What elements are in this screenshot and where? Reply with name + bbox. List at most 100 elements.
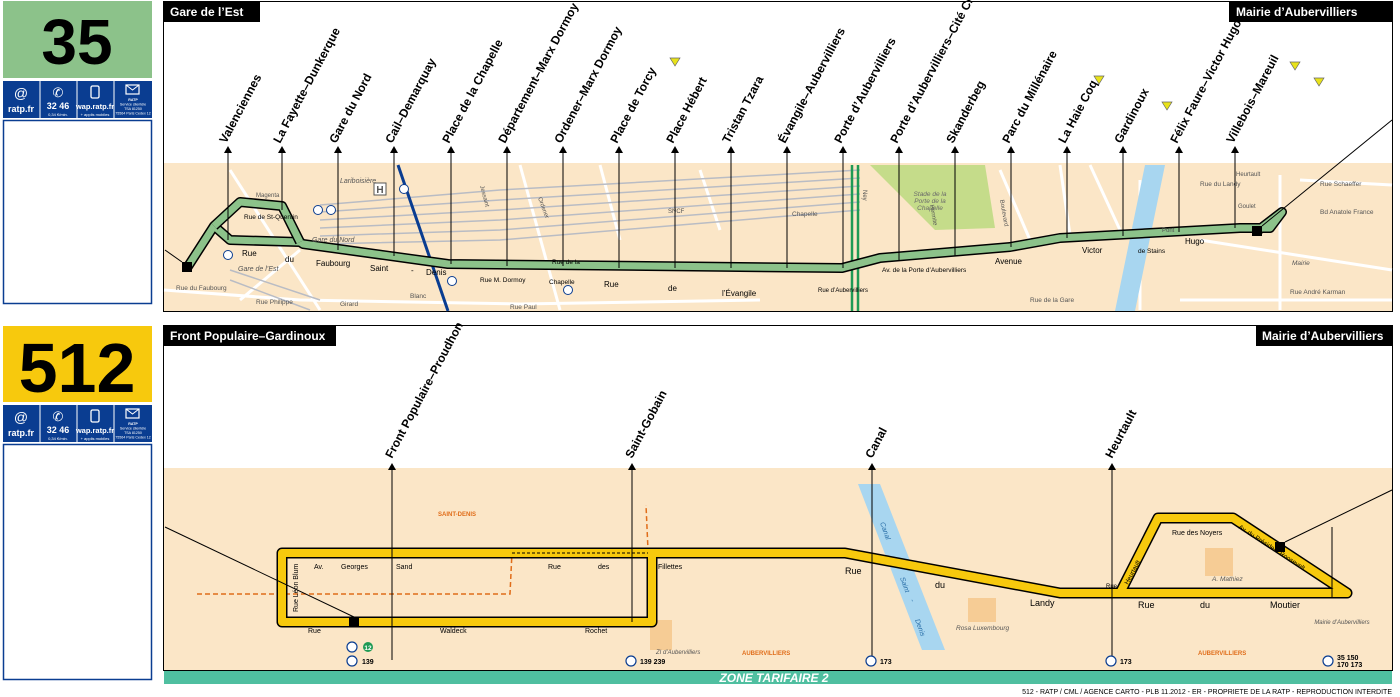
svg-text:Rue du Faubourg: Rue du Faubourg [176,285,227,292]
phone-icon: ✆ [53,85,64,100]
line-35-terminus-box [1229,2,1392,22]
line-512-number: 512 [19,329,136,407]
svg-text:Faubourg: Faubourg [316,259,350,268]
svg-text:Rue Léon Blum: Rue Léon Blum [293,564,300,612]
svg-text:RATP: RATP [128,98,138,102]
mobile-icon [90,85,100,99]
phone-number: 32 46 [47,101,70,111]
svg-text:Rue Schaeffer: Rue Schaeffer [1320,181,1362,188]
svg-text:Rue: Rue [604,280,619,289]
bus-connections: 139 139 239 173 173 35 150 170 173 [346,655,1362,669]
svg-text:Rue André Karman: Rue André Karman [1290,289,1346,296]
svg-text:Moutier: Moutier [1270,600,1300,610]
partial-service-icon [669,12,1387,111]
line-35-terminus-marker [1252,226,1262,236]
web-link[interactable]: ratp.fr [8,104,35,114]
svg-text:Rue d’Aubervilliers: Rue d’Aubervilliers [818,288,868,294]
svg-text:Av. de la Porte d’Aubervillier: Av. de la Porte d’Aubervilliers [882,267,967,274]
rail-tracks [229,169,861,311]
svg-text:139: 139 [362,659,374,666]
line-512-origin-box [164,326,336,346]
svg-text:Georges: Georges [341,564,368,571]
line-512-origin-marker [349,617,359,627]
svg-text:des: des [598,564,610,571]
line-35-badge [3,1,152,78]
bus-icon [625,655,637,667]
svg-text:Victor: Victor [1082,246,1103,255]
bus-icon [1322,655,1334,667]
mail-icon [125,84,140,95]
line-35-stop-arrows [224,146,1239,153]
mobile-icon [90,409,100,423]
metro-icon [399,184,409,194]
svg-text:RATP: RATP [128,422,138,426]
svg-text:Lariboisière: Lariboisière [340,178,376,185]
svg-text:Av.: Av. [314,564,324,571]
svg-text:Rue: Rue [1138,600,1155,610]
svg-text:139 239: 139 239 [640,659,665,666]
svg-text:A. Mathiez: A. Mathiez [1211,576,1243,583]
svg-text:Pont: Pont [1162,228,1175,234]
svg-text:75564 Paris Cedex 12: 75564 Paris Cedex 12 [115,436,151,440]
svg-text:de: de [668,284,677,293]
line-35-origin: Gare de l’Est [170,5,243,19]
mail-icon [125,408,140,419]
svg-text:Chapelle: Chapelle [549,279,575,286]
wap-link[interactable]: wap.ratp.fr [75,102,114,111]
svg-text:H: H [376,185,383,196]
line-512-stop-arrows [388,463,1116,470]
phone-number: 32 46 [47,425,70,435]
svg-text:Rue du Landy: Rue du Landy [1200,181,1241,188]
svg-text:Rue Paul: Rue Paul [510,304,537,311]
bus-icon [346,655,358,667]
svg-text:173: 173 [1120,659,1132,666]
line-35-info-box [2,119,153,305]
svg-text:Goulet: Goulet [1238,204,1256,210]
line-512-badge [3,326,152,402]
zone-label: ZONE TARIFAIRE 2 [718,671,828,685]
line-35-loop [211,198,304,244]
line-35-stop-stems [227,153,1236,268]
metro-icon [447,276,457,286]
footer-credit: 512 - RATP / CML / AGENCE CARTO - PLB 11… [1022,689,1392,696]
line-35-route [184,208,1286,272]
park-area [968,598,996,622]
svg-text:Heurtault: Heurtault [1236,172,1261,178]
line-512-info-box [2,443,153,681]
svg-text:Gare de l’Est: Gare de l’Est [238,266,280,273]
svg-text:SAINT-DENIS: SAINT-DENIS [438,512,476,518]
rer-icon [326,205,336,215]
svg-text:du: du [285,255,294,264]
line-512-terminus-marker [1275,542,1285,552]
metro-icon [223,250,233,260]
svg-text:Mairie: Mairie [1292,260,1310,267]
line-35-origin-box [164,2,260,22]
line-512-terminus-box [1256,326,1392,346]
line-35-contact-strip: @ ratp.fr ✆ 32 46 0,34 €/min. wap.ratp.f… [3,81,152,118]
svg-text:Porte de la: Porte de la [914,198,946,205]
metro-icon [313,205,323,215]
svg-text:Rue: Rue [308,628,321,635]
svg-text:Rue de St-Quentin: Rue de St-Quentin [244,214,298,221]
svg-text:Jessaint: Jessaint [478,185,490,208]
line-512-stop-stems [391,470,1113,660]
svg-text:Rue: Rue [1106,584,1118,590]
line-35-panel: 35 @ ratp.fr ✆ 32 46 0,34 €/min. wap.rat… [2,0,1393,312]
industrial-zone [650,620,672,650]
wap-note: + applis mobiles [81,112,110,117]
svg-text:Service clientèle: Service clientèle [120,427,146,431]
line-512-origin: Front Populaire–Gardinoux [170,329,326,343]
wap-link[interactable]: wap.ratp.fr [75,426,114,435]
svg-text:Bd Anatole France: Bd Anatole France [1320,209,1374,216]
svg-text:Girard: Girard [340,301,358,308]
phone-price: 0,34 €/min. [48,112,68,117]
web-link[interactable]: ratp.fr [8,428,35,438]
svg-text:Avenue: Avenue [995,257,1023,266]
zone-bar [164,671,1392,684]
svg-text:du: du [1200,600,1210,610]
svg-text:35 150: 35 150 [1337,655,1359,662]
svg-text:Blanc: Blanc [410,293,427,300]
metro-icon [346,641,358,653]
svg-text:-: - [908,598,916,603]
line-512-terminus: Mairie d’Aubervilliers [1262,329,1384,343]
